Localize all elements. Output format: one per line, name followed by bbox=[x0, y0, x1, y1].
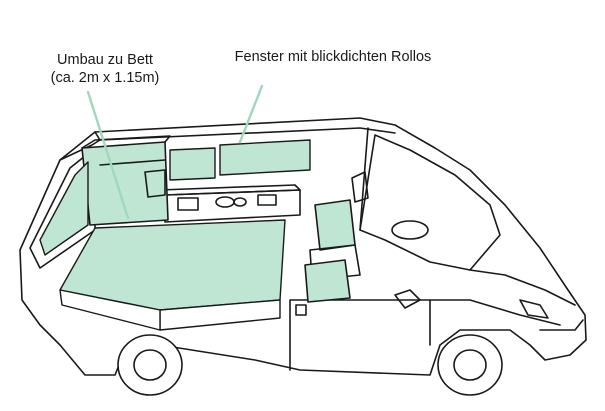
sink bbox=[215, 196, 235, 208]
kitchen-top bbox=[159, 184, 301, 196]
rear-wheel-hub bbox=[133, 349, 167, 381]
window-leader-line bbox=[238, 84, 264, 144]
tap bbox=[257, 194, 277, 206]
roof-inner-edge bbox=[59, 139, 101, 161]
rear-window bbox=[39, 161, 89, 256]
front-grille bbox=[429, 299, 561, 326]
bed-side-edge bbox=[59, 289, 161, 331]
driver-seat-back bbox=[314, 199, 356, 251]
sink-drain bbox=[233, 197, 247, 207]
passenger-seat-back bbox=[304, 259, 351, 303]
windshield-frame bbox=[359, 127, 369, 231]
side-mirror bbox=[394, 289, 421, 309]
window-center bbox=[219, 139, 311, 176]
wardrobe-top bbox=[81, 135, 171, 149]
steering-wheel bbox=[391, 220, 429, 240]
hood bbox=[469, 269, 576, 306]
wardrobe-cabinet bbox=[81, 141, 169, 226]
bed-label-line2: (ca. 2m x 1.15m) bbox=[50, 70, 160, 86]
door-opening bbox=[289, 299, 431, 371]
door-handle bbox=[295, 304, 307, 316]
headrest bbox=[351, 171, 369, 203]
roof-rail bbox=[94, 127, 396, 141]
headlight bbox=[519, 299, 549, 319]
windshield bbox=[359, 134, 501, 271]
bed-label-line1: Umbau zu Bett bbox=[57, 52, 153, 68]
window-label: Fenster mit blickdichten Rollos bbox=[234, 49, 432, 65]
front-wheel-hub bbox=[453, 349, 487, 381]
bed-label: Umbau zu Bett (ca. 2m x 1.15m) bbox=[40, 51, 170, 87]
stove-burner bbox=[177, 197, 199, 211]
bed-leader-line bbox=[86, 90, 130, 220]
front-bumper bbox=[539, 319, 584, 331]
van-body-outline bbox=[19, 117, 587, 376]
window-left bbox=[169, 147, 216, 181]
